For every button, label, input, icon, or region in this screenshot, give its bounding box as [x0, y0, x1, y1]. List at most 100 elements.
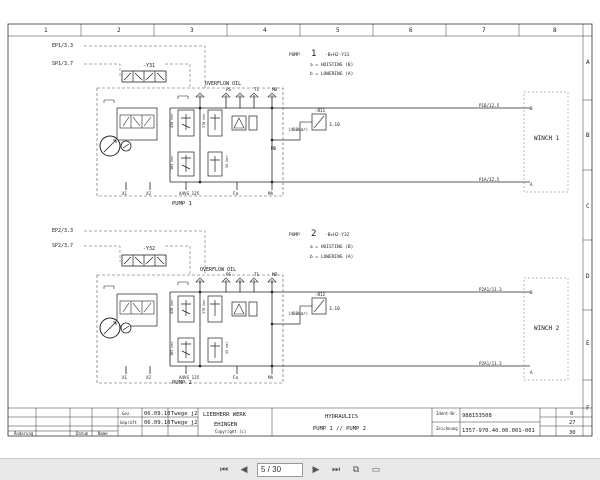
pump2-title-word: PUMP — [289, 232, 300, 238]
pump2-out-bottom: P2A1/11.3 — [479, 361, 502, 366]
gepr-name: Twege j2 — [171, 420, 198, 426]
pump2-circuit: EP2/3.3 SP2/3.7 -Y32 OVERFLOW OIL 420 ba… — [52, 228, 569, 386]
winch2-label: WINCH 2 — [534, 325, 560, 332]
pump1-valve-label: -Y31 — [143, 63, 155, 69]
pump1-port-t1: T1 — [254, 87, 260, 92]
first-page-button[interactable]: ⏮ — [219, 464, 229, 474]
pump1-press: (400bar) — [288, 127, 308, 132]
grid-row-label: D — [586, 273, 590, 280]
pump2-line-b: b = LOWERING (A) — [310, 254, 353, 260]
pump2-p105: 105 bar — [170, 341, 174, 356]
fit-width-icon[interactable]: ▭ — [371, 464, 381, 474]
pump1-number: 1 — [311, 49, 316, 59]
pump1-port-x1: X1 — [122, 191, 128, 196]
drawing-title: HYDRAULICS — [325, 414, 358, 420]
pump2-ref-b: SP2/3.7 — [52, 243, 73, 249]
pump1-model: A4VG 125 — [179, 191, 200, 196]
title-block: Änderung Datum Name Gez. Geprüft Ident-N… — [8, 407, 592, 436]
last-page-button[interactable]: ⏭ — [331, 464, 341, 474]
pump2-p35: 35 bar — [225, 341, 229, 354]
gepr-date: 06.09.10 — [144, 420, 171, 426]
pump1-port-mb-mid: MB — [271, 146, 277, 151]
grid-col-label: 7 — [482, 27, 486, 34]
ident-number: 988153508 — [462, 413, 492, 419]
viewer-toolbar: ⏮ ◀ 5 / 30 ▶ ⏭ ⧉ ▭ — [0, 458, 600, 480]
pump1-out-top: P1B/12.5 — [479, 103, 500, 108]
pump1-out-bottom: P1A/12.5 — [479, 177, 500, 182]
ident-label: Ident-Nr. — [436, 411, 458, 416]
pump2-out-top: P2A1/11.3 — [479, 287, 502, 292]
drawing-number: 1357-970.40.00.001-001 — [462, 428, 535, 434]
pump1-port-x2: X2 — [146, 191, 152, 196]
pump2-port-x2: X2 — [146, 375, 152, 380]
pump2-port-t1: T1 — [254, 272, 260, 277]
pump2-port-fa: Fa — [233, 375, 239, 380]
pump1-line-b: b = LOWERING (A) — [310, 71, 353, 77]
pump1-p35: 35 bar — [225, 155, 229, 168]
pump1-p105: 105 bar — [170, 155, 174, 170]
gez-date: 06.09.10 — [144, 411, 171, 417]
grid-col-label: 3 — [190, 27, 194, 34]
pump2-conn-bottom: A — [530, 370, 533, 375]
prev-page-button[interactable]: ◀ — [240, 464, 248, 474]
pump2-enclosure — [96, 274, 284, 384]
pump2-control-block — [116, 293, 158, 327]
pump1-port-mb: MB — [272, 87, 278, 92]
pump2-port-ps: PS — [226, 272, 232, 277]
pump1-enclosure — [96, 87, 284, 197]
pump2-overflow: OVERFLOW OIL — [200, 267, 236, 273]
grid-col-label: 2 — [117, 27, 121, 34]
pump2-name: PUMP 2 — [172, 380, 192, 386]
winch2-box — [523, 277, 569, 381]
pump1-port-fa: Fa — [233, 191, 239, 196]
grid-col-label: 1 — [44, 27, 48, 34]
pump2-number: 2 — [311, 229, 316, 239]
pump2-code: -B+H2-Y32 — [325, 232, 350, 238]
pump1-p370: 370 bar — [202, 113, 206, 128]
pump2-line-a: a = HOISTING (B) — [310, 244, 353, 250]
pump1-line-a: a = HOISTING (B) — [310, 62, 353, 68]
col-datum: Datum — [76, 431, 89, 436]
pump2-element: -B12 — [315, 292, 326, 297]
winch1-label: WINCH 1 — [534, 135, 560, 142]
page-input[interactable]: 5 / 30 — [257, 462, 303, 477]
sheet-total: 30 — [569, 430, 576, 436]
pump1-ratio: 3,10 — [329, 122, 340, 128]
pump2-p420: 420 bar — [170, 299, 174, 314]
fit-page-icon[interactable]: ⧉ — [352, 464, 360, 474]
page-indicator: 5 / 30 — [257, 462, 303, 477]
pump1-circuit: EP1/3.3 SP1/3.7 -Y31 OVERFLOW OIL — [52, 43, 569, 207]
pump2-port-mb: MB — [272, 272, 278, 277]
gez-name: Twege j2 — [171, 411, 198, 417]
pump1-control-block — [116, 107, 158, 141]
grid-row-label: B — [586, 132, 590, 139]
pump1-port-ma: MA — [268, 191, 274, 196]
pump2-p370: 370 bar — [202, 299, 206, 314]
gepr-label: Geprüft — [120, 420, 137, 425]
grid-col-label: 5 — [336, 27, 340, 34]
winch1-box — [523, 91, 569, 193]
pump1-overflow: OVERFLOW OIL — [205, 81, 241, 87]
pump2-conn-top: B — [530, 290, 533, 295]
pump1-conn-bottom: A — [530, 182, 533, 187]
company-name: LIEBHERR WERK — [203, 412, 247, 418]
pump1-code: -B+H2-Y31 — [325, 52, 350, 58]
grid-row-label: C — [586, 203, 590, 210]
grid-row-label: F — [586, 405, 590, 412]
pump2-ratio: 3,10 — [329, 306, 340, 312]
pump1-title-word: PUMP — [289, 52, 300, 58]
drawing-subtitle: PUMP 1 // PUMP 2 — [313, 426, 366, 432]
col-name: Name — [98, 431, 108, 436]
sheet-number: 27 — [569, 420, 576, 426]
pump2-model: A4VG 125 — [179, 375, 200, 380]
schematic-sheet: 1 2 3 4 5 6 7 8 A B C D E F EP1/3.3 SP1/… — [7, 23, 593, 437]
drawing-label: Zeichnung — [436, 426, 458, 431]
pump2-port-ma: MA — [268, 375, 274, 380]
sheet-frame — [7, 23, 593, 437]
next-page-button[interactable]: ▶ — [312, 464, 320, 474]
pump1-ref-b: SP1/3.7 — [52, 61, 73, 67]
grid-row-label: E — [586, 340, 590, 347]
company-city: EHINGEN — [214, 422, 237, 428]
pump1-conn-top: B — [530, 106, 533, 111]
grid-col-label: 6 — [409, 27, 413, 34]
